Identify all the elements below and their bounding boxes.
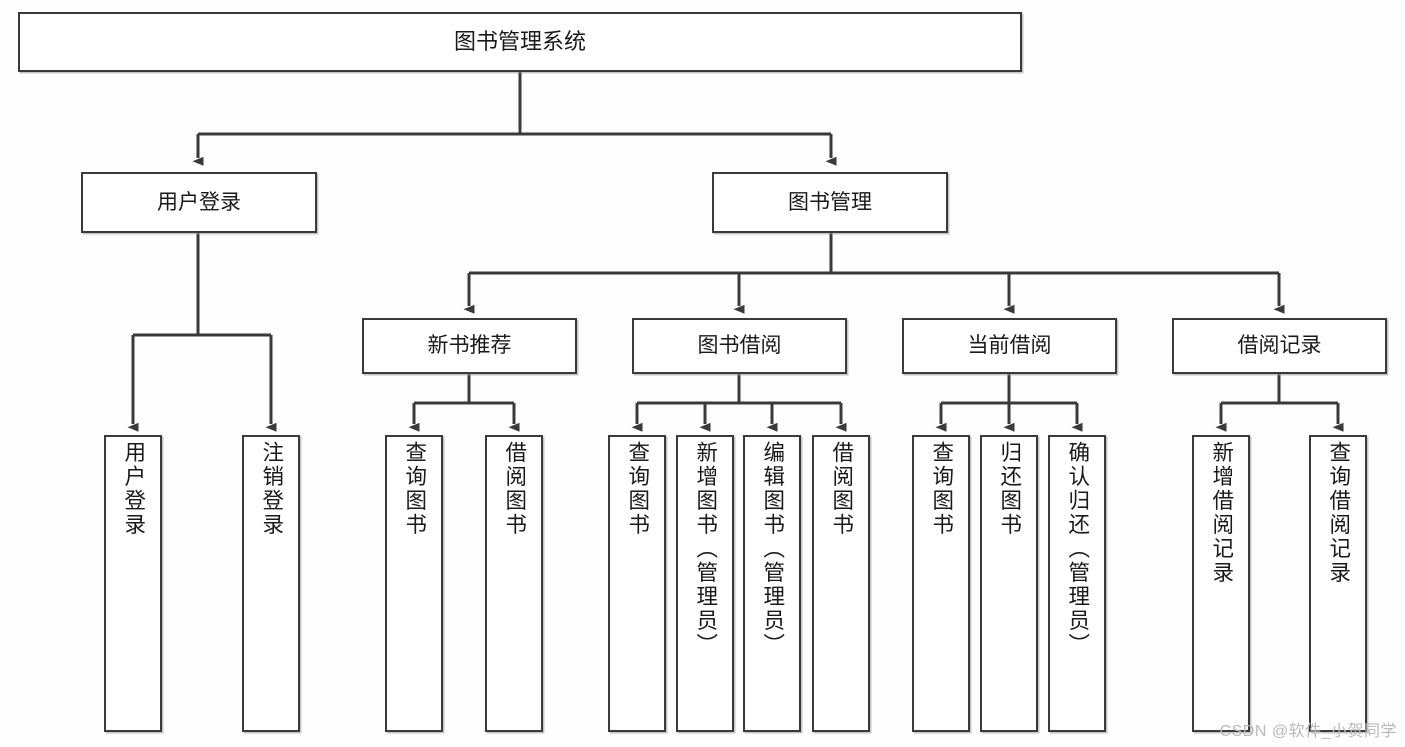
leaf-query-borrow-record[interactable]: 查询借阅记录 — [1309, 435, 1367, 732]
leaf-logout-login[interactable]: 注销登录 — [242, 435, 300, 732]
node-label: 查询图书 — [625, 441, 650, 537]
leaf-query-book-recommend[interactable]: 查询图书 — [385, 435, 443, 732]
node-label: 查询图书 — [929, 441, 954, 537]
node-label: 查询图书 — [402, 441, 427, 537]
node-label: 用户登录 — [157, 190, 241, 214]
node-label: 借阅记录 — [1237, 334, 1322, 358]
node-label: 新增借阅记录 — [1209, 441, 1234, 585]
node-label: 借阅图书 — [502, 441, 527, 537]
node-root-book-management-system[interactable]: 图书管理系统 — [18, 12, 1022, 72]
leaf-borrow-book-recommend[interactable]: 借阅图书 — [485, 435, 543, 732]
node-new-book-recommend[interactable]: 新书推荐 — [362, 318, 577, 374]
node-label: 确认归还（管理员） — [1065, 441, 1090, 657]
node-label: 图书借阅 — [697, 334, 782, 358]
node-label: 当前借阅 — [967, 334, 1052, 358]
node-label: 查询借阅记录 — [1326, 441, 1351, 585]
node-user-login[interactable]: 用户登录 — [81, 172, 317, 233]
node-book-management[interactable]: 图书管理 — [712, 172, 948, 233]
node-label: 归还图书 — [997, 441, 1022, 537]
leaf-borrow-book[interactable]: 借阅图书 — [812, 435, 870, 732]
node-label: 注销登录 — [259, 441, 284, 537]
leaf-add-book-admin[interactable]: 新增图书（管理员） — [676, 435, 734, 732]
leaf-add-borrow-record[interactable]: 新增借阅记录 — [1192, 435, 1250, 732]
leaf-query-book-current[interactable]: 查询图书 — [912, 435, 970, 732]
leaf-user-login[interactable]: 用户登录 — [104, 435, 162, 732]
leaf-return-book[interactable]: 归还图书 — [980, 435, 1038, 732]
node-label: 图书管理 — [788, 190, 872, 214]
leaf-confirm-return-admin[interactable]: 确认归还（管理员） — [1048, 435, 1106, 732]
node-label: 编辑图书（管理员） — [760, 441, 785, 657]
watermark-text: CSDN @软件_小贺同学 — [1219, 723, 1397, 740]
leaf-edit-book-admin[interactable]: 编辑图书（管理员） — [743, 435, 801, 732]
leaf-query-book-borrow[interactable]: 查询图书 — [608, 435, 666, 732]
node-label: 用户登录 — [121, 441, 146, 537]
node-label: 图书管理系统 — [453, 28, 586, 54]
node-label: 新增图书（管理员） — [693, 441, 718, 657]
node-label: 借阅图书 — [829, 441, 854, 537]
node-book-borrow[interactable]: 图书借阅 — [632, 318, 847, 374]
node-current-borrow[interactable]: 当前借阅 — [902, 318, 1117, 374]
node-label: 新书推荐 — [427, 334, 512, 358]
node-borrow-record[interactable]: 借阅记录 — [1172, 318, 1387, 374]
